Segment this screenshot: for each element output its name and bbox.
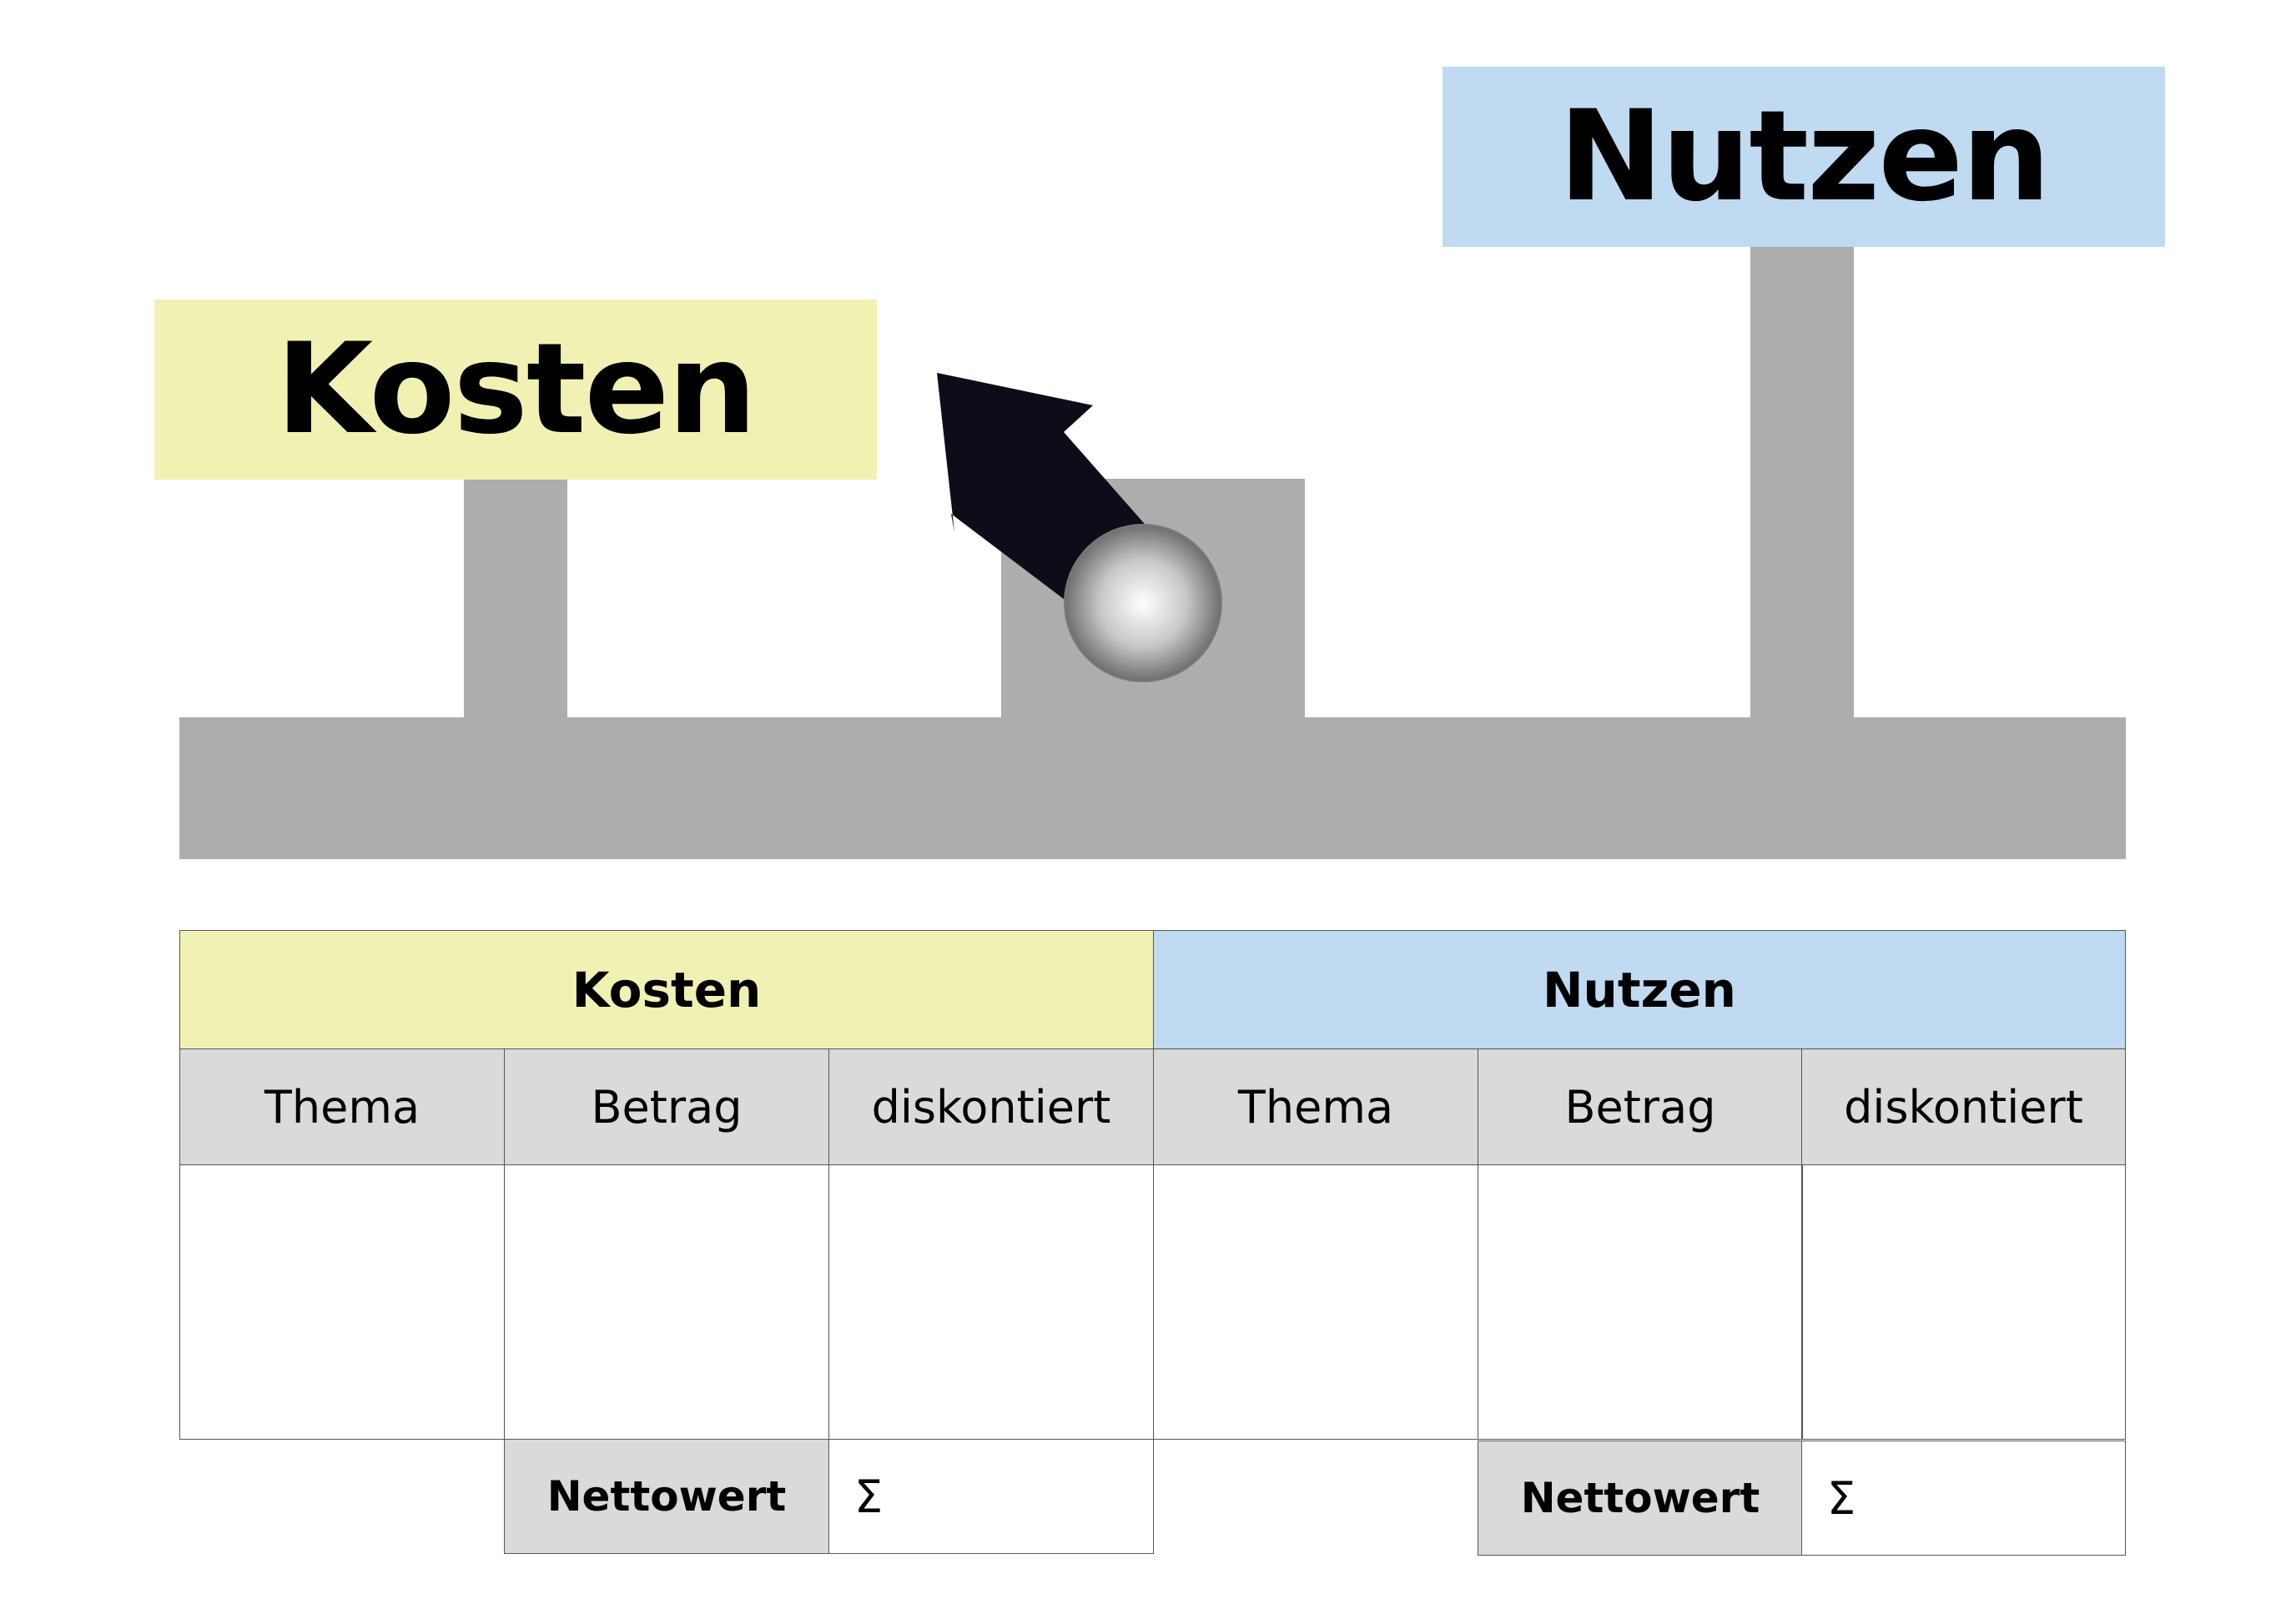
- benefits-post: [1750, 244, 1854, 719]
- costs-col-amount: Betrag: [504, 1048, 829, 1165]
- costs-col-topic: Thema: [179, 1048, 505, 1165]
- benefits-net-value-sum[interactable]: Σ: [1801, 1441, 2126, 1556]
- costs-topic-cell[interactable]: [179, 1164, 505, 1440]
- costs-net-value-label: Nettowert: [504, 1439, 829, 1554]
- balance-beam: [179, 717, 2126, 859]
- costs-amount-cell[interactable]: [504, 1164, 829, 1440]
- benefits-sign: Nutzen: [1443, 67, 2165, 247]
- costs-col-discounted: diskontiert: [828, 1048, 1154, 1165]
- benefits-topic-cell[interactable]: [1153, 1164, 1478, 1440]
- costs-post: [464, 475, 567, 719]
- benefits-col-amount: Betrag: [1478, 1048, 1803, 1165]
- costs-table-header: Kosten: [179, 930, 1154, 1049]
- benefits-col-discounted: diskontiert: [1801, 1048, 2126, 1165]
- benefits-table-header: Nutzen: [1153, 930, 2126, 1049]
- benefits-net-value-label: Nettowert: [1478, 1441, 1803, 1556]
- pivot-ball-icon: [1064, 524, 1222, 682]
- benefits-col-topic: Thema: [1153, 1048, 1478, 1165]
- benefits-amount-cell[interactable]: [1478, 1164, 1803, 1440]
- costs-sign: Kosten: [154, 299, 877, 480]
- benefits-discounted-cell[interactable]: [1801, 1164, 2126, 1440]
- costs-discounted-cell[interactable]: [828, 1164, 1154, 1440]
- costs-net-value-sum[interactable]: Σ: [828, 1439, 1154, 1554]
